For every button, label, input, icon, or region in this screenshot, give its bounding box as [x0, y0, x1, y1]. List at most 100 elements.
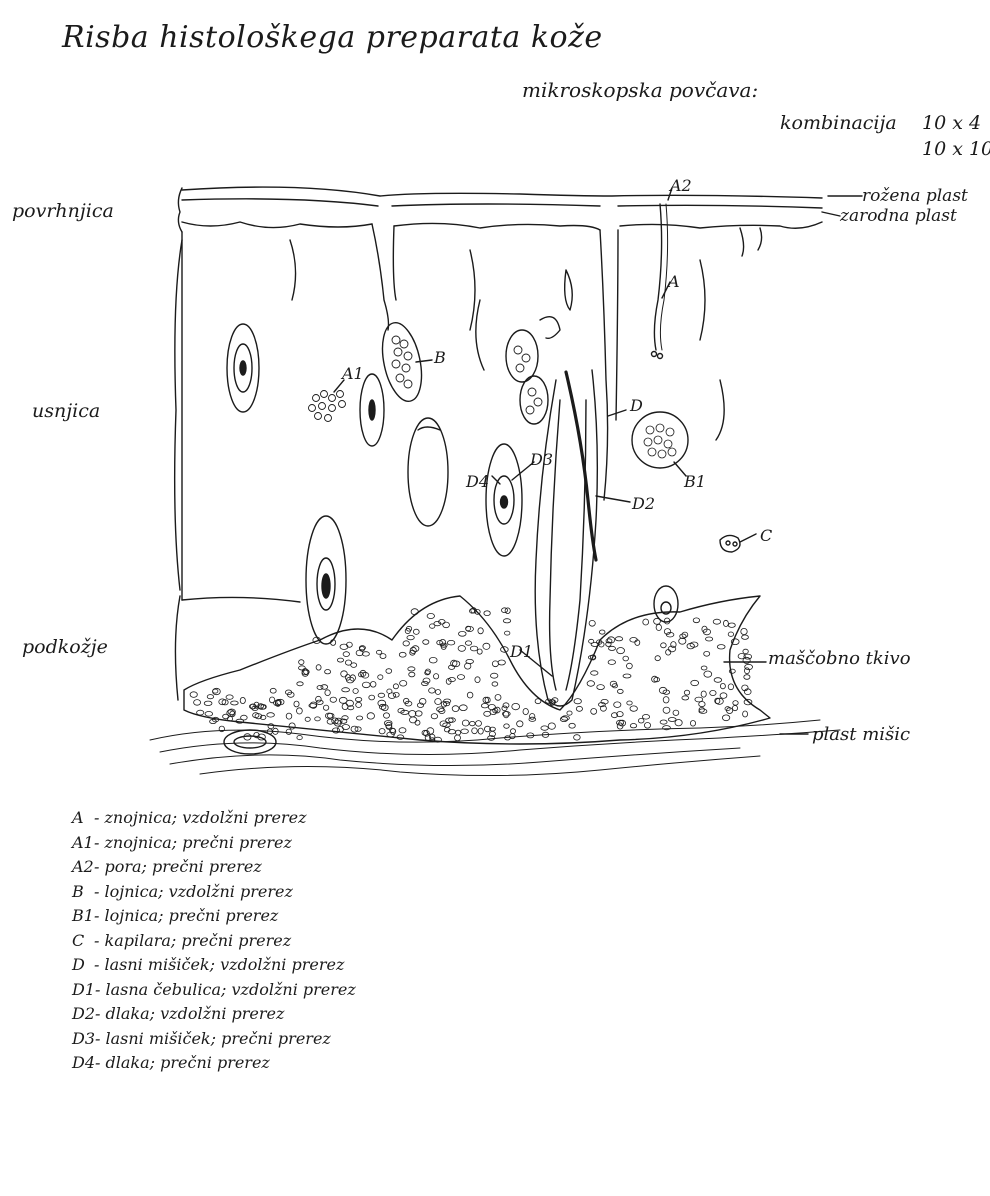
fat-cell: [728, 623, 735, 627]
fat-cell: [194, 700, 201, 706]
fat-cell: [408, 667, 415, 671]
brace-usnjica: [175, 240, 182, 590]
legend-item: B1- lojnica; prečni prerez: [72, 906, 356, 931]
fat-cell: [691, 680, 699, 685]
fat-cell: [591, 709, 597, 715]
fat-cell: [574, 735, 581, 740]
fat-cell: [413, 629, 419, 634]
fat-cell: [415, 711, 422, 716]
fat-cell: [668, 718, 676, 722]
fat-cell: [722, 715, 729, 721]
fat-cell: [728, 632, 733, 636]
legend-code: D4: [72, 1053, 95, 1072]
fat-cell: [388, 693, 395, 699]
fat-cell: [407, 635, 414, 639]
fat-cell: [717, 645, 725, 649]
fat-cell: [267, 713, 275, 717]
fat-cell: [427, 613, 434, 618]
marker-a: A: [668, 272, 680, 291]
fat-cell: [356, 650, 363, 656]
layer-label-povrhnjica: povrhnjica: [12, 200, 114, 222]
fat-cell: [452, 706, 459, 712]
fat-cell: [492, 661, 498, 667]
stratum-corneum: [182, 187, 822, 198]
fat-cell: [720, 683, 725, 688]
marker-b: B: [434, 348, 446, 367]
fat-cell: [504, 724, 510, 728]
fat-cell: [743, 711, 748, 717]
fat-cell: [589, 620, 595, 626]
magnification-value-2: 10 x 10: [922, 138, 990, 160]
fat-cell: [530, 714, 535, 720]
fat-cell: [378, 693, 385, 697]
fat-cell: [699, 709, 707, 714]
fat-cell: [289, 723, 295, 729]
legend: A- znojnica; vzdolžni prerez A1- znojnic…: [72, 808, 356, 1078]
fat-cell: [321, 685, 328, 690]
fat-cell: [684, 690, 689, 695]
fat-cell: [484, 711, 491, 716]
fat-cell: [409, 711, 416, 717]
fat-cell: [732, 706, 737, 711]
fat-cell: [205, 712, 213, 717]
fat-cell: [384, 713, 390, 718]
marker-d1: D1: [510, 642, 533, 661]
fat-cell: [609, 646, 616, 650]
fat-cell: [429, 688, 436, 693]
legend-text: - pora; prečni prerez: [94, 857, 262, 876]
fat-cell: [357, 716, 363, 720]
fat-cell: [197, 710, 204, 715]
fat-cell: [447, 640, 454, 645]
fat-cell: [409, 672, 415, 677]
layer-label-rozena: rožena plast: [862, 186, 968, 206]
fat-cell: [476, 721, 482, 727]
fat-cell: [342, 703, 348, 709]
fat-cell: [690, 721, 695, 727]
fat-cell: [457, 675, 464, 680]
fat-cell: [488, 704, 495, 709]
fat-cell: [386, 669, 392, 674]
fat-cell: [713, 619, 720, 624]
legend-code: D2: [72, 1004, 95, 1023]
fat-cell: [484, 611, 490, 616]
legend-code: A1: [72, 833, 94, 852]
marker-d: D: [630, 396, 643, 415]
fat-cell: [437, 707, 444, 712]
fat-cell: [699, 702, 705, 707]
legend-text: - lojnica; vzdolžni prerez: [94, 882, 293, 901]
fat-cell: [403, 641, 409, 646]
fat-cell: [286, 713, 292, 719]
fat-cell: [337, 726, 343, 732]
layer-label-usnjica: usnjica: [32, 400, 100, 422]
fat-cell: [226, 695, 233, 699]
fat-cell: [675, 720, 682, 726]
fat-cell: [378, 675, 383, 680]
fat-cell: [512, 703, 520, 709]
fat-cell: [470, 646, 477, 651]
fat-cell: [435, 699, 442, 705]
fat-cell: [617, 689, 623, 693]
fat-cell: [608, 660, 615, 665]
fat-cell: [353, 689, 358, 694]
fat-cell: [204, 701, 212, 705]
fat-cell: [548, 723, 555, 729]
fat-cell: [664, 629, 670, 635]
magnification-label: mikroskopska povčava:: [522, 78, 758, 102]
fat-cell: [710, 690, 716, 695]
fat-cell: [706, 637, 713, 641]
legend-item: C- kapilara; prečni prerez: [72, 931, 356, 956]
legend-code: C: [72, 931, 94, 950]
fat-cell: [478, 628, 483, 634]
legend-item: D3- lasni mišiček; prečni prerez: [72, 1029, 356, 1054]
fat-cell: [399, 728, 406, 733]
brace-povrhnjica: [178, 188, 182, 232]
marker-b1: B1: [684, 472, 706, 491]
fat-cell: [491, 673, 498, 678]
fat-cell: [342, 688, 350, 692]
fat-cell: [455, 735, 461, 741]
legend-item: A- znojnica; vzdolžni prerez: [72, 808, 356, 833]
fat-cell: [623, 674, 631, 678]
fat-cell: [567, 711, 572, 715]
fat-cell: [367, 713, 374, 719]
fat-cell: [351, 663, 357, 668]
